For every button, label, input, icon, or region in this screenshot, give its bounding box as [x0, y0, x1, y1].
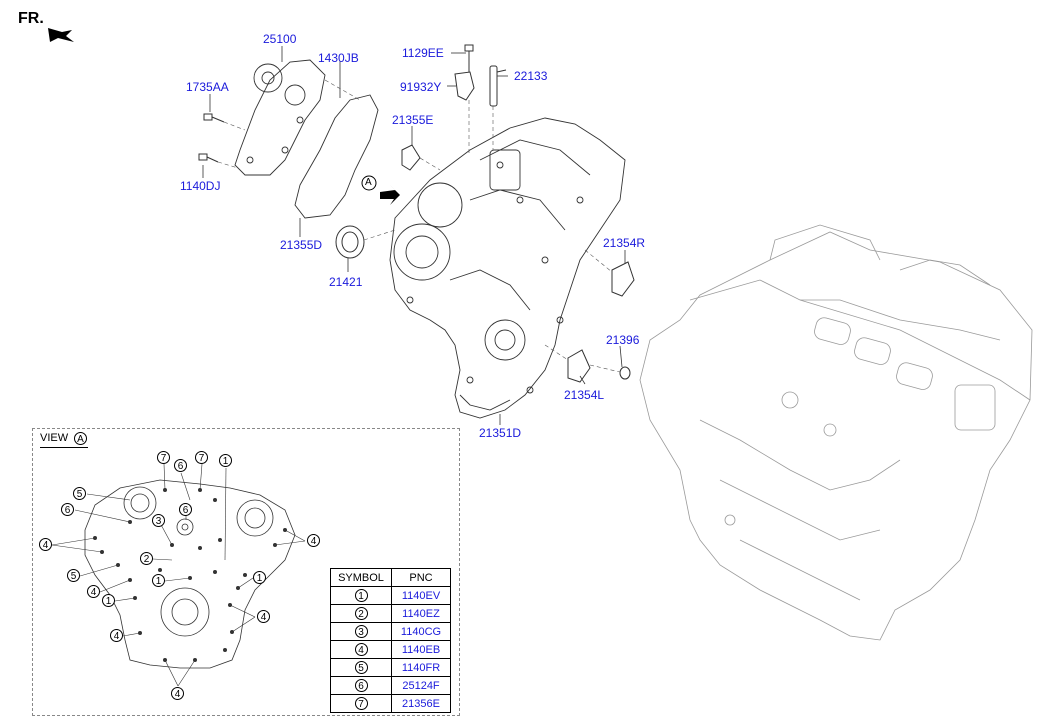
callout-symbol-4: 4 [39, 538, 52, 551]
part-label-91932Y[interactable]: 91932Y [400, 80, 442, 94]
symbol-circle: 7 [354, 697, 368, 710]
bolt-1140DJ [198, 153, 219, 163]
view-a-title-underline [40, 447, 88, 448]
callout-symbol-6: 6 [61, 503, 74, 516]
legend-header-symbol: SYMBOL [330, 568, 392, 587]
part-label-21355E[interactable]: 21355E [392, 113, 434, 127]
symbol-circle: 1 [354, 589, 368, 602]
view-a-cover-outline [84, 479, 296, 669]
part-label-21421[interactable]: 21421 [329, 275, 363, 289]
gasket-21354L [567, 349, 591, 383]
bracket-91932Y [454, 71, 475, 101]
callout-symbol-4: 4 [110, 629, 123, 642]
symbol-circle: 6 [354, 679, 368, 692]
legend-row: 3 1140CG [330, 622, 451, 641]
callout-symbol-4: 4 [171, 687, 184, 700]
legend-row: 2 1140EZ [330, 604, 451, 623]
pnc-link[interactable]: 1140EZ [391, 604, 451, 623]
symbol-circle: 3 [354, 625, 368, 638]
callout-symbol-6: 6 [174, 459, 187, 472]
callout-symbol-1: 1 [219, 454, 232, 467]
callout-symbol-4: 4 [257, 610, 270, 623]
leader-lines [202, 46, 626, 425]
view-a-title-marker: A [74, 432, 87, 445]
view-a-arrow-marker: A [365, 177, 372, 188]
part-label-21351D[interactable]: 21351D [479, 426, 522, 440]
pnc-link[interactable]: 1140FR [391, 658, 451, 677]
callout-symbol-7: 7 [195, 451, 208, 464]
legend-row: 4 1140EB [330, 640, 451, 659]
front-arrow-icon [48, 28, 74, 42]
view-a-leader-lines [51, 463, 306, 687]
part-label-1430JB[interactable]: 1430JB [318, 51, 359, 65]
bolt-1735AA [203, 113, 225, 123]
symbol-circle: 5 [354, 661, 368, 674]
part-label-25100[interactable]: 25100 [263, 32, 297, 46]
callout-symbol-1: 1 [253, 571, 266, 584]
gasket-21355E [401, 144, 421, 171]
pnc-link[interactable]: 21356E [391, 694, 451, 713]
assembly-dash-lines [217, 79, 621, 373]
pnc-link[interactable]: 1140CG [391, 622, 451, 641]
part-label-21355D[interactable]: 21355D [280, 238, 323, 252]
legend-row: 1 1140EV [330, 586, 451, 605]
view-a-marker-circle [361, 175, 377, 191]
callout-symbol-6: 6 [179, 503, 192, 516]
callout-symbol-7: 7 [157, 451, 170, 464]
part-label-1735AA[interactable]: 1735AA [186, 80, 229, 94]
callout-symbol-1: 1 [152, 574, 165, 587]
view-a-panel [32, 428, 460, 716]
bolt-1129EE [464, 44, 474, 72]
callout-symbol-4: 4 [307, 534, 320, 547]
legend-row: 6 25124F [330, 676, 451, 695]
callout-symbol-5: 5 [73, 487, 86, 500]
front-direction-label: FR. [18, 10, 44, 27]
callout-symbol-2: 2 [140, 552, 153, 565]
pnc-link[interactable]: 1140EB [391, 640, 451, 659]
callout-symbol-5: 5 [67, 569, 80, 582]
symbol-pnc-legend-table: SYMBOL PNC 1 1140EV 2 1140EZ 3 1140CG 4 … [330, 568, 451, 713]
part-label-21354L[interactable]: 21354L [564, 388, 605, 402]
part-label-1129EE[interactable]: 1129EE [402, 46, 444, 60]
symbol-circle: 4 [354, 643, 368, 656]
legend-row: 5 1140FR [330, 658, 451, 677]
part-label-22133[interactable]: 22133 [514, 69, 548, 83]
view-a-title: VIEW [40, 432, 69, 444]
o-ring-21396 [619, 366, 631, 380]
part-label-1140DJ[interactable]: 1140DJ [180, 179, 221, 193]
view-a-direction-arrow-icon [380, 185, 400, 205]
callout-symbol-3: 3 [152, 514, 165, 527]
callout-symbol-1: 1 [102, 594, 115, 607]
engine-block-ghost [639, 224, 1033, 641]
timing-chain-cover-21351D [389, 117, 626, 419]
legend-row: 7 21356E [330, 694, 451, 713]
part-label-21396[interactable]: 21396 [606, 333, 640, 347]
water-pump-25100 [234, 59, 326, 176]
legend-header-pnc: PNC [391, 568, 451, 587]
gasket-1430JB [294, 94, 379, 219]
pnc-link[interactable]: 1140EV [391, 586, 451, 605]
part-label-21354R[interactable]: 21354R [603, 236, 646, 250]
gasket-21354R [611, 261, 635, 297]
tube-22133 [489, 65, 507, 107]
oil-seal-21421 [335, 225, 365, 259]
pnc-link[interactable]: 25124F [391, 676, 451, 695]
symbol-circle: 2 [354, 607, 368, 620]
callout-symbol-4: 4 [87, 585, 100, 598]
